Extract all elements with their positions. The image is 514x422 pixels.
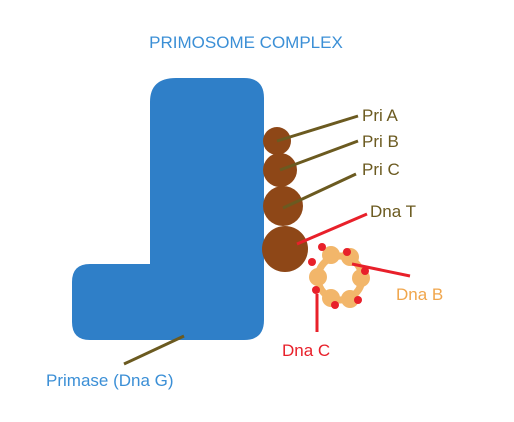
pri-a-leader (276, 114, 359, 143)
pri-c-label: Pri C (362, 160, 400, 179)
dna-c-label: Dna C (282, 341, 330, 360)
pri-b-label: Pri B (362, 132, 399, 151)
pri-c-protein (263, 186, 303, 226)
diagram-title: PRIMOSOME COMPLEX (149, 33, 343, 52)
pri-a-label: Pri A (362, 106, 399, 125)
pri-c-leader (282, 172, 357, 210)
primase-label: Primase (Dna G) (46, 371, 174, 390)
dna-c-dots (308, 243, 369, 309)
dna-b-leader (351, 262, 411, 278)
dna-t-leader (296, 212, 368, 246)
pri-b-leader (279, 139, 359, 172)
primase-body (72, 78, 264, 340)
primase-leader (123, 334, 185, 366)
dna-t-protein (262, 226, 308, 272)
dna-b-label: Dna B (396, 285, 443, 304)
dna-t-label: Dna T (370, 202, 416, 221)
